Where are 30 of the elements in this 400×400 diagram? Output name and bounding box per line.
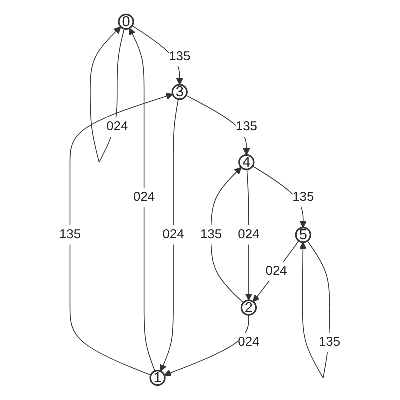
arrow <box>252 166 307 228</box>
node-circle: 4 <box>238 154 255 171</box>
arrow <box>129 28 156 372</box>
node-circle: 0 <box>118 14 134 30</box>
node-circle: 5 <box>295 227 312 244</box>
arrow <box>70 92 174 376</box>
edge-label: 135 <box>236 120 258 134</box>
arrow <box>160 98 179 372</box>
edge-label: 024 <box>238 336 260 350</box>
edge-label: 024 <box>162 228 184 242</box>
node-circle: 3 <box>172 84 188 100</box>
arrow <box>164 314 250 376</box>
edge-label: 135 <box>169 50 191 64</box>
edge-label: 135 <box>200 228 222 242</box>
edge-label: 024 <box>134 190 156 204</box>
edge-label: 135 <box>59 228 82 242</box>
node-circle: 1 <box>150 370 166 386</box>
edge-label: 024 <box>106 120 128 134</box>
arrow <box>90 26 125 163</box>
edge-label: 024 <box>266 264 288 278</box>
edge-label: 135 <box>292 190 314 204</box>
edge-label: 024 <box>238 228 260 242</box>
edge-label: 135 <box>318 336 341 350</box>
arrow <box>210 167 244 304</box>
node-circle: 2 <box>240 300 258 316</box>
arrow <box>300 240 330 378</box>
arrow <box>132 26 184 86</box>
arrow <box>245 169 253 301</box>
arrow <box>253 240 300 302</box>
arrow <box>186 95 250 156</box>
